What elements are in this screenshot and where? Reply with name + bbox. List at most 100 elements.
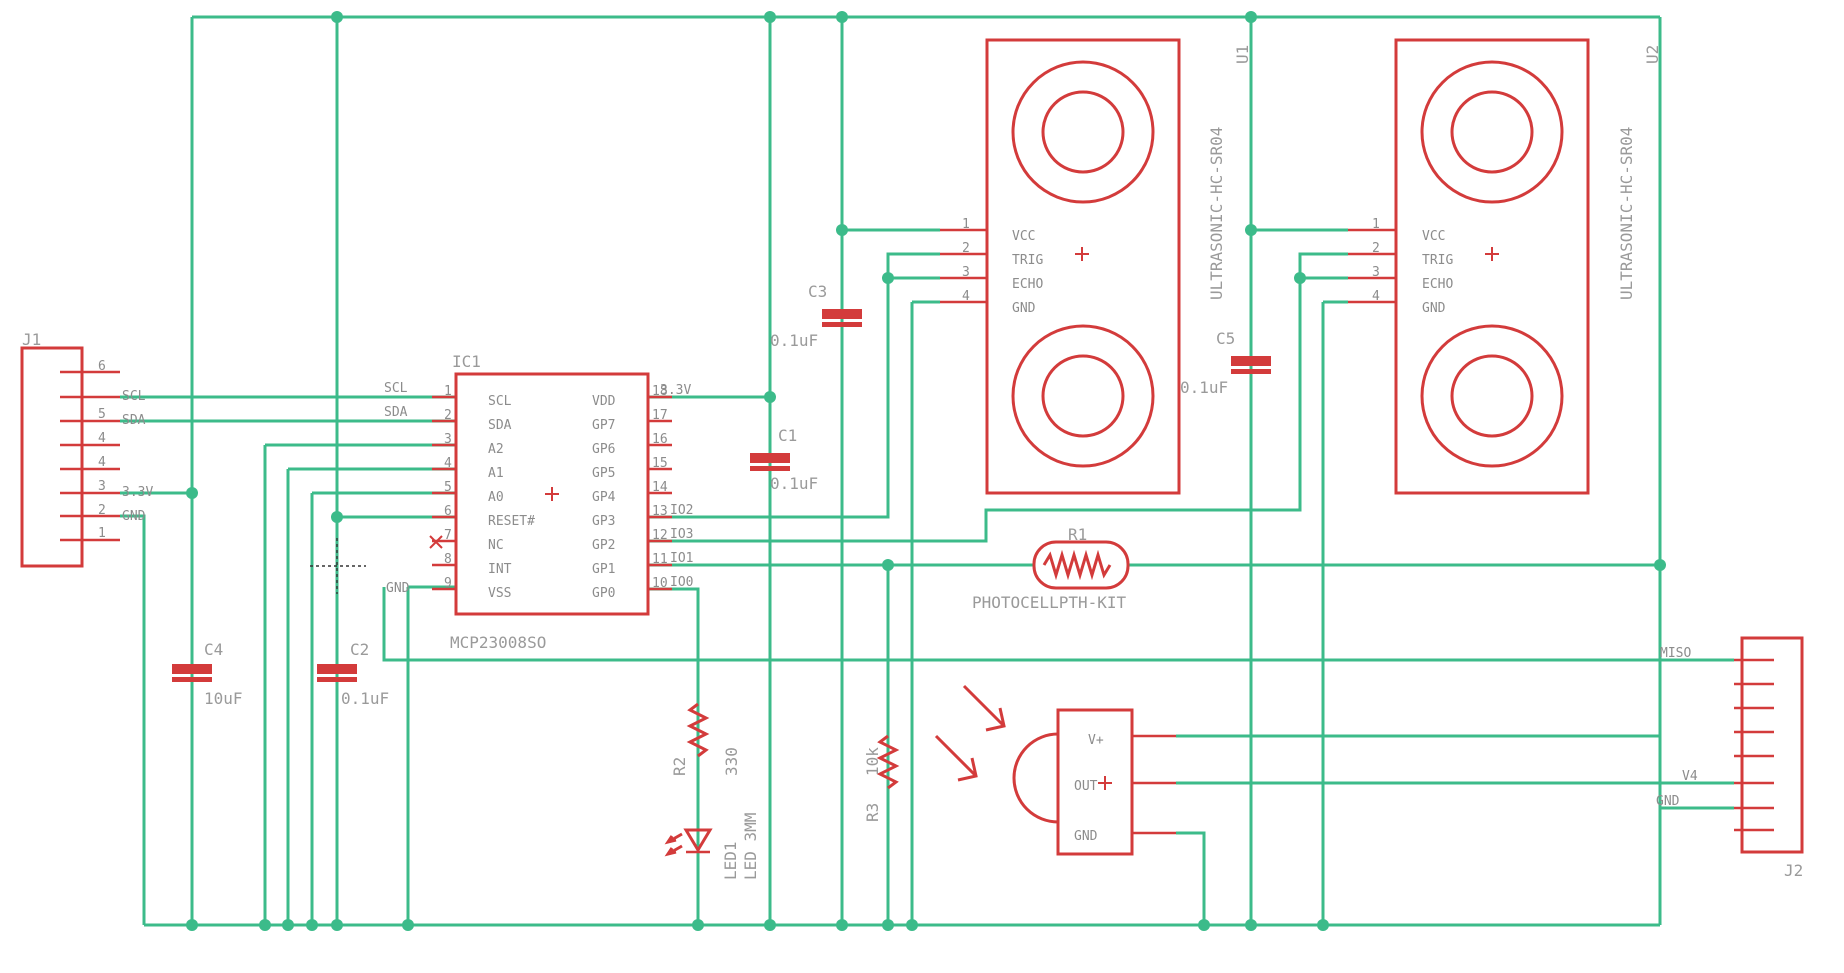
pir-sensor[interactable]: V+ OUT GND: [934, 684, 1176, 856]
net-label-io1: IO1: [670, 551, 693, 566]
capacitor-c1[interactable]: C1 0.1uF: [750, 426, 818, 493]
j1-pin-5: 5: [98, 407, 106, 422]
ic1-left-num: 1: [444, 384, 452, 399]
ic1-right-num: 10: [652, 576, 668, 591]
connector-j1[interactable]: J1 6 5 4 4 3 2 1 SCL SDA 3.3V GND: [20, 330, 153, 568]
ic1-pin-gp7: GP7: [592, 418, 615, 433]
led-led1[interactable]: LED1 LED 3MM: [664, 813, 760, 880]
c2-ref: C2: [350, 640, 369, 659]
net-label-scl-j1: SCL: [122, 389, 146, 404]
ic1-pin-sda: SDA: [488, 418, 512, 433]
ic1-pin-nc: NC: [488, 538, 504, 553]
net-label-3v3-ic1: 3.3V: [660, 383, 691, 398]
ic1-value: MCP23008SO: [450, 633, 546, 652]
r3-ref: R3: [863, 803, 882, 822]
c5-ref: C5: [1216, 329, 1235, 348]
net-label-scl-ic1: SCL: [384, 381, 408, 396]
ic1-ref: IC1: [452, 352, 481, 371]
u1-num-2: 2: [962, 241, 970, 256]
j2-ref: J2: [1784, 861, 1803, 880]
ic1-pin-vss: VSS: [488, 586, 511, 601]
capacitor-c4[interactable]: C4 10uF: [172, 640, 243, 708]
u2-value: ULTRASONIC-HC-SR04: [1617, 127, 1636, 300]
u1-num-4: 4: [962, 289, 970, 304]
j1-pin-1: 1: [98, 526, 106, 541]
u1-pin-gnd: GND: [1012, 301, 1036, 316]
u2-pin-trig: TRIG: [1422, 253, 1453, 268]
photocell-r1[interactable]: R1 PHOTOCELLPTH-KIT: [972, 525, 1130, 612]
net-label-io3: IO3: [670, 527, 693, 542]
c1-ref: C1: [778, 426, 797, 445]
capacitor-c5[interactable]: C5 0.1uF: [1180, 329, 1271, 397]
r2-value: 330: [722, 747, 741, 776]
ic1-pin-gp6: GP6: [592, 442, 615, 457]
junctions: [186, 11, 1666, 931]
net-label-gnd-j1: GND: [122, 509, 146, 524]
c3-value: 0.1uF: [770, 331, 818, 350]
u2-num-3: 3: [1372, 265, 1380, 280]
u2-pin-vcc: VCC: [1422, 229, 1445, 244]
resistor-r2[interactable]: R2 330: [670, 702, 741, 776]
ic1-left-num: 3: [444, 432, 452, 447]
c4-ref: C4: [204, 640, 223, 659]
j1-pin-4b: 4: [98, 455, 106, 470]
ic1-pin-gp5: GP5: [592, 466, 615, 481]
ic1-pin-gp3: GP3: [592, 514, 615, 529]
net-label-sda-j1: SDA: [122, 413, 146, 428]
resistor-r3[interactable]: R3 10k: [863, 734, 900, 822]
u1-pin-vcc: VCC: [1012, 229, 1035, 244]
u2-pin-echo: ECHO: [1422, 277, 1453, 292]
ic1-pin-gp2: GP2: [592, 538, 615, 553]
ic1-right-num: 11: [652, 552, 668, 567]
j1-ref: J1: [22, 330, 41, 349]
u2-num-1: 1: [1372, 217, 1380, 232]
pir-pin-vplus: V+: [1088, 733, 1104, 748]
r1-value: PHOTOCELLPTH-KIT: [972, 593, 1126, 612]
r3-value: 10k: [863, 747, 882, 776]
u1-pin-echo: ECHO: [1012, 277, 1043, 292]
ic1-pin-a2: A2: [488, 442, 504, 457]
u2-pin-gnd: GND: [1422, 301, 1446, 316]
u2-num-2: 2: [1372, 241, 1380, 256]
connector-j2[interactable]: J2 MISO V4 GND: [1656, 636, 1804, 880]
u1-num-3: 3: [962, 265, 970, 280]
u1-num-1: 1: [962, 217, 970, 232]
ic1-right-num: 16: [652, 432, 668, 447]
led1-value: LED 3MM: [741, 813, 760, 880]
ic1-pin-vdd: VDD: [592, 394, 616, 409]
ic1-right-num: 18: [652, 384, 668, 399]
j1-pin-3: 3: [98, 479, 106, 494]
ic1-left-num: 4: [444, 456, 452, 471]
ultrasonic-u2[interactable]: 1 2 3 4 VCC TRIG ECHO GND ULTRASONIC-HC-…: [1348, 38, 1662, 495]
ultrasonic-u1[interactable]: 1 2 3 4 VCC TRIG ECHO GND ULTRASONIC-HC-…: [940, 38, 1252, 495]
ic1-right-num: 17: [652, 408, 668, 423]
ic1-left-num: 8: [444, 552, 452, 567]
ic1-pin-scl: SCL: [488, 394, 512, 409]
capacitor-c2[interactable]: C2 0.1uF: [317, 640, 389, 708]
ic1-right-num: 15: [652, 456, 668, 471]
j1-pin-2: 2: [98, 503, 106, 518]
u1-ref: U1: [1233, 45, 1252, 64]
ic1-left-num: 2: [444, 408, 452, 423]
j1-pin-4: 4: [98, 431, 106, 446]
u2-num-4: 4: [1372, 289, 1380, 304]
ic1-pin-int: INT: [488, 562, 512, 577]
pir-pin-out: OUT: [1074, 779, 1098, 794]
net-label-io0: IO0: [670, 575, 693, 590]
ic1-pin-gp0: GP0: [592, 586, 615, 601]
ic1-right-num: 12: [652, 528, 668, 543]
ic1-pin-gp1: GP1: [592, 562, 615, 577]
net-label-3v3-j1: 3.3V: [122, 485, 153, 500]
capacitor-c3[interactable]: C3 0.1uF: [770, 282, 862, 350]
net-label-sda-ic1: SDA: [384, 405, 408, 420]
net-label-gnd-j2: GND: [1656, 794, 1680, 809]
u1-value: ULTRASONIC-HC-SR04: [1207, 127, 1226, 300]
c2-value: 0.1uF: [341, 689, 389, 708]
ic1-pin-a0: A0: [488, 490, 504, 505]
ic1-left-num: 6: [444, 504, 452, 519]
ic1-left-num: 9: [444, 576, 452, 591]
ic1-pin-gp4: GP4: [592, 490, 616, 505]
c3-ref: C3: [808, 282, 827, 301]
